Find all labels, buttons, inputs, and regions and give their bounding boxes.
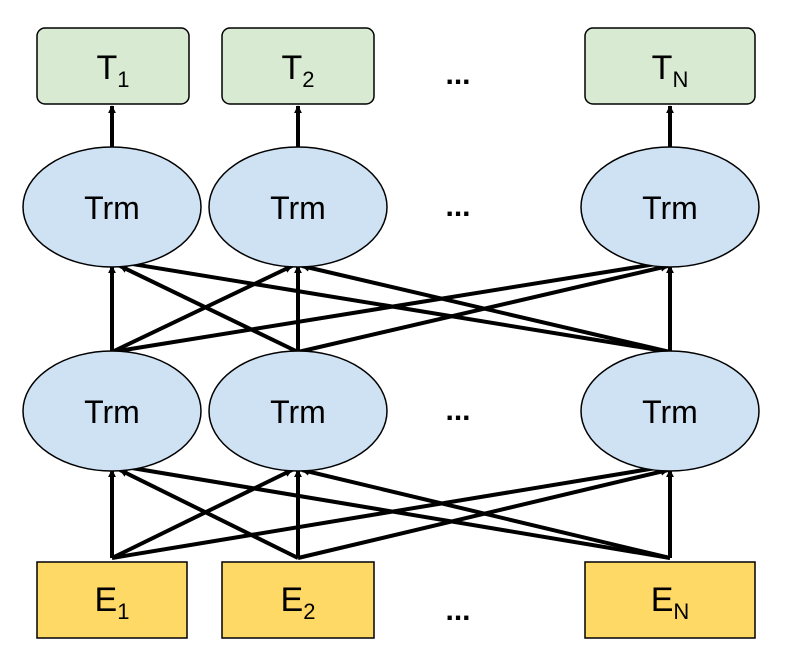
transformer-label: Trm: [270, 190, 326, 226]
embedding-box: EN: [584, 561, 756, 639]
output-row: T1 T2 TN ...: [36, 27, 756, 105]
transformer-node: Trm: [22, 146, 202, 268]
embedding-label: E1: [95, 581, 130, 624]
embedding-label: EN: [651, 581, 690, 624]
output-label: TN: [652, 49, 689, 92]
transformer-layer-top: Trm Trm Trm ...: [22, 146, 760, 268]
output-label: T1: [96, 49, 129, 92]
ellipsis: ...: [445, 58, 470, 91]
embedding-label: E2: [281, 581, 316, 624]
connections-lower: [108, 463, 674, 560]
arrow-en-b2: [301, 467, 671, 560]
arrow-e2-b1: [119, 468, 299, 560]
embedding-box: E1: [36, 561, 188, 639]
embedding-box: E2: [221, 561, 375, 639]
ellipsis: ...: [445, 594, 470, 627]
output-box: T1: [36, 27, 190, 105]
arrow-bn-t1: [119, 259, 671, 354]
transformer-layer-bottom: Trm Trm Trm ...: [22, 350, 760, 472]
transformer-label: Trm: [84, 394, 140, 430]
output-box: TN: [584, 27, 756, 105]
transformer-node: Trm: [580, 146, 760, 268]
transformer-node: Trm: [580, 350, 760, 472]
ellipsis: ...: [445, 394, 470, 427]
output-box: T2: [221, 27, 375, 105]
arrow-bn-t2: [301, 263, 671, 354]
transformer-label: Trm: [642, 190, 698, 226]
connections-upper: [108, 259, 674, 354]
arrow-en-b1: [119, 463, 671, 560]
connections-output: [108, 105, 674, 148]
ellipsis: ...: [445, 190, 470, 223]
arrow-b1-t2: [111, 264, 293, 354]
transformer-label: Trm: [270, 394, 326, 430]
output-label: T2: [281, 49, 314, 92]
transformer-label: Trm: [642, 394, 698, 430]
transformer-node: Trm: [208, 350, 388, 472]
transformer-node: Trm: [22, 350, 202, 472]
arrow-b2-t1: [119, 264, 299, 354]
arrow-e1-b2: [111, 468, 293, 560]
transformer-node: Trm: [208, 146, 388, 268]
embedding-row: E1 E2 EN ...: [36, 561, 756, 639]
transformer-label: Trm: [84, 190, 140, 226]
